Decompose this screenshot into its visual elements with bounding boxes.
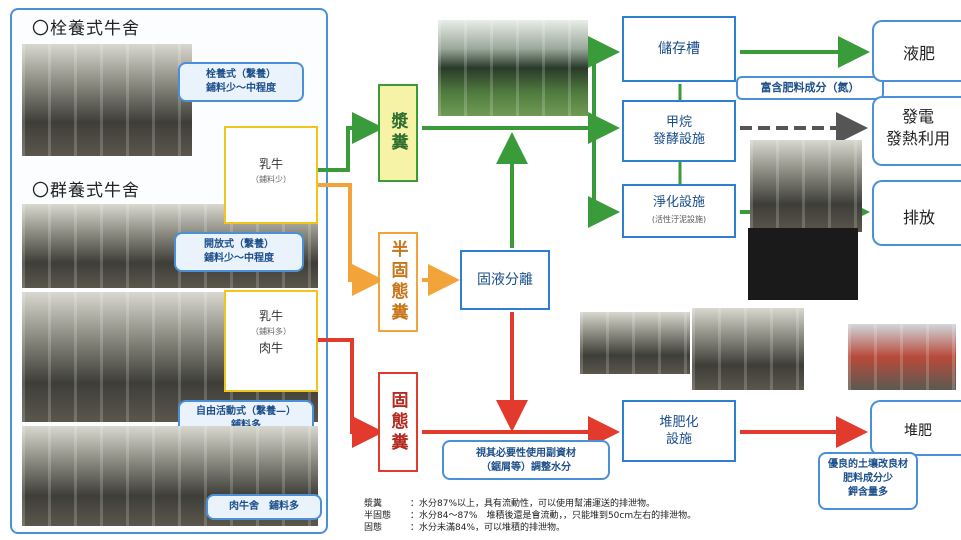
arrow-to-purify — [588, 128, 620, 228]
tie-stall-title: 〇栓養式牛舍 — [32, 19, 140, 39]
output-line: 發電 — [901, 107, 934, 126]
source-note: （鋪料少） — [251, 175, 291, 184]
facility-note: (活性汙泥設施) — [651, 215, 707, 224]
tie-stall-callout: 栓養式（繫養） 鋪料少～中程度 — [178, 62, 304, 102]
facility-line: 甲烷 — [665, 115, 692, 130]
note-line: 視其必要性使用副資材 — [476, 448, 576, 459]
nitrogen-badge: 富含肥料成分（氮） — [736, 76, 884, 100]
free-barn-title: 〇群養式牛舍 — [32, 181, 140, 201]
separator-photo — [580, 312, 690, 374]
manure-definitions: 漿糞 ：水分87%以上，具有流動性，可以使用幫浦運送的排泄物。 半固態 ：水分84～… — [364, 498, 814, 534]
solid-liquid-separation-box: 固液分離 — [460, 250, 550, 310]
note-line: （鋸屑等）調整水分 — [481, 462, 571, 473]
power-bracket — [872, 96, 961, 166]
dairy-high-bedding-box: 乳牛 （鋪料多） 肉牛 — [224, 290, 318, 392]
discharge-label: 排放 — [902, 208, 935, 227]
discharge-bracket — [872, 180, 961, 246]
liquid-fertilizer-label: 液肥 — [902, 44, 935, 63]
arrow-to-solid — [318, 338, 384, 448]
output-line: 發熱利用 — [885, 129, 950, 148]
source-note: （鋪料多） — [251, 327, 291, 336]
note-line: 優良的土壤改良材 — [828, 459, 908, 470]
liquid-fertilizer-bracket — [872, 20, 961, 82]
callout-line: 栓養式（繫養） — [206, 69, 276, 80]
definition-text: ：水分未滿84%，可以堆積的排泄物。 — [410, 523, 566, 533]
storage-tank-photo — [438, 20, 588, 116]
definition-term: 固態 — [364, 523, 383, 533]
purification-box: 淨化設施 (活性汙泥設施) — [622, 184, 736, 238]
source-title: 乳牛 — [258, 309, 283, 323]
storage-tank-box: 儲存槽 — [622, 16, 736, 82]
note-line: 肥料成分少 — [843, 473, 893, 484]
definition-text: ：水分84～87% 堆積後還是會流動，，只能堆到50cm左右的排泄物。 — [410, 511, 697, 521]
definition-row: 漿糞 ：水分87%以上，具有流動性，可以使用幫浦運送的排泄物。 — [364, 498, 814, 510]
free-barn-callout: 開放式（繫養） 鋪料少～中程度 — [174, 232, 304, 272]
compost-properties-note: 優良的土壤改良材 肥料成分少 鉀含量多 — [818, 452, 918, 510]
methane-facility-photo — [750, 140, 862, 232]
facility-line: 設施 — [665, 432, 692, 447]
compost-label: 堆肥 — [904, 423, 932, 439]
tie-stall-barn-photo — [22, 44, 192, 156]
definition-row: 半固態 ：水分84～87% 堆積後還是會流動，，只能堆到50cm左右的排泄物。 — [364, 510, 814, 522]
definition-row: 固態 ：水分未滿84%，可以堆積的排泄物。 — [364, 522, 814, 534]
dairy-low-bedding-box: 乳牛 （鋪料少） — [224, 126, 318, 224]
additive-note: 視其必要性使用副資材 （鋸屑等）調整水分 — [442, 440, 610, 480]
spreader-truck-photo — [848, 324, 956, 390]
note-line: 鉀含量多 — [848, 487, 888, 498]
compost-bracket — [870, 400, 961, 456]
callout-line: 鋪料多 — [180, 419, 312, 433]
source-title: 乳牛 — [258, 157, 283, 171]
power-label: 發電 發熱利用 — [876, 106, 960, 150]
methane-facility-box: 甲烷 發酵設施 — [622, 100, 736, 162]
facility-line: 發酵設施 — [652, 132, 705, 147]
source-title-beef: 肉牛 — [258, 341, 283, 355]
slurry-box: 漿糞 — [378, 84, 418, 182]
arrow-to-storage — [588, 36, 620, 128]
callout-line: 開放式（繫養） — [204, 239, 274, 250]
facility-line: 堆肥化 — [659, 415, 699, 430]
arrow-to-slurry — [318, 112, 384, 172]
semi-solid-box: 半固態糞 — [378, 232, 418, 332]
sludge-photo — [748, 228, 858, 300]
callout-line: 鋪料少～中程度 — [206, 83, 276, 94]
facility-line: 淨化設施 — [652, 195, 705, 210]
compost-facility-photo — [692, 308, 804, 390]
definition-text: ：水分87%以上，具有流動性，可以使用幫浦運送的排泄物。 — [410, 499, 656, 509]
compost-facility-box: 堆肥化 設施 — [622, 400, 736, 462]
callout-line: 鋪料少～中程度 — [204, 253, 274, 264]
arrow-to-semi-solid — [318, 183, 384, 296]
definition-term: 漿糞 — [364, 499, 383, 509]
solid-box: 固態糞 — [378, 372, 418, 472]
definition-term: 半固態 — [364, 511, 392, 521]
beef-barn-callout: 肉牛舍 鋪料多 — [206, 494, 322, 520]
callout-line: 自由活動式（繫養—） — [196, 406, 296, 417]
